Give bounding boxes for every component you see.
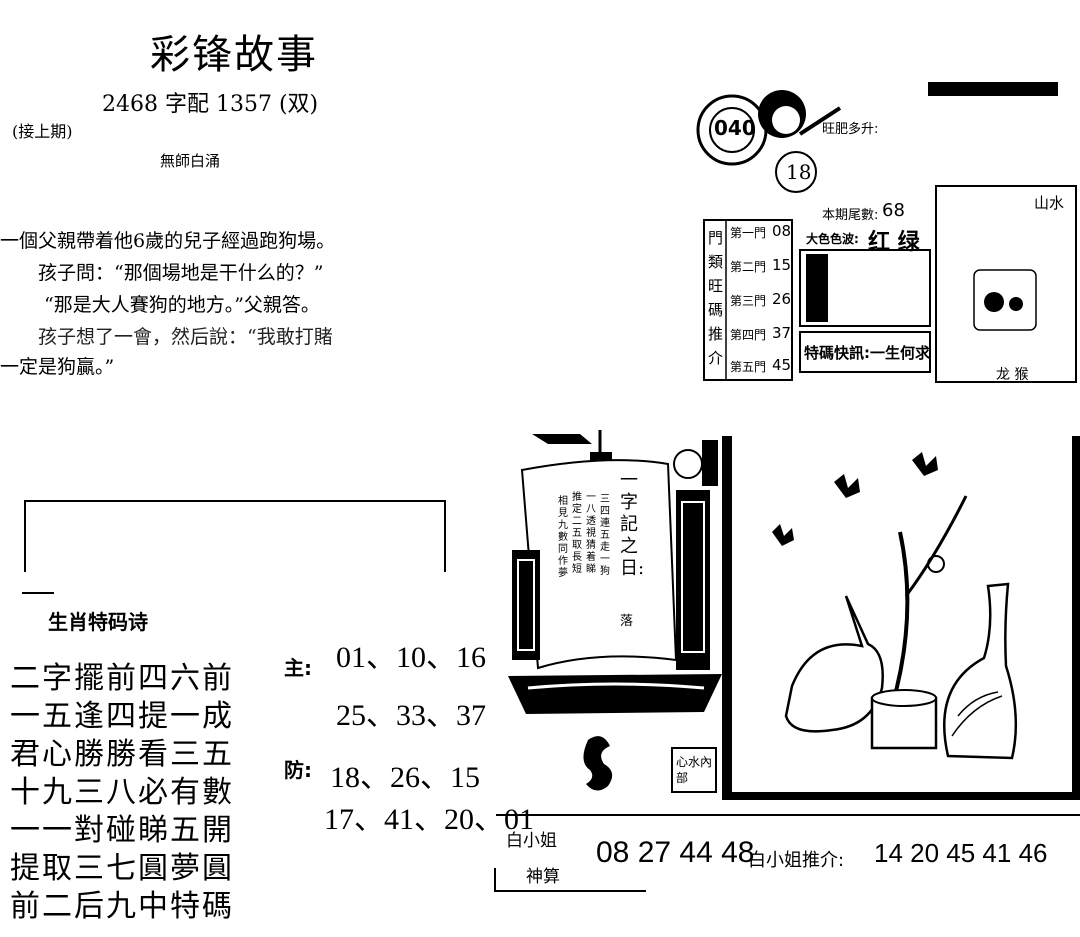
color-label: 大色色波: — [806, 232, 859, 246]
gate-value: 45 — [772, 356, 792, 374]
recommend-numbers: 14 20 45 41 46 — [874, 838, 1048, 868]
ship-verse: 一八透視猜着睇 — [586, 492, 596, 575]
gate-value: 26 — [772, 290, 792, 308]
gate-label: 第二門 — [730, 260, 767, 274]
gate-value: 37 — [772, 324, 792, 342]
page-title: 彩锋故事 — [150, 32, 318, 78]
top-black-bar — [928, 82, 1058, 96]
poem-line: 二字擺前四六前 — [10, 661, 234, 696]
special-news: 特碼快訊:一生何求 — [804, 344, 930, 362]
tail-value: 68 — [882, 200, 905, 221]
ship-heading: 一字記之日: — [620, 470, 645, 579]
poem-line: 君心勝勝看三五 — [10, 737, 234, 772]
bai-xiaojie-label: 白小姐 — [506, 831, 557, 851]
empty-bracket-box — [24, 500, 446, 572]
rabbit-artwork — [722, 436, 1080, 800]
panel-artwork — [696, 82, 1077, 383]
badge-number: 040 — [714, 116, 756, 140]
ship-verse: 三四連五走一狗 — [600, 494, 610, 577]
bottom-rule — [496, 814, 1080, 816]
poem-line: 十九三八必有數 — [10, 775, 234, 810]
tail-label: 本期尾數: — [822, 208, 879, 223]
ship-heading-end: 落 — [620, 614, 634, 629]
side-box — [935, 185, 1077, 383]
gate-title: 門類旺碼推介 — [708, 229, 724, 367]
bai-xiaojie-numbers: 08 27 44 48 — [596, 836, 755, 869]
poem-line: 提取三七圓夢圓 — [10, 851, 234, 886]
stamp-label: 心水內部 — [676, 755, 713, 785]
story-line: 一定是狗贏。” — [0, 356, 115, 378]
special-box — [799, 331, 931, 373]
stamp-area: 心水內部 — [540, 726, 730, 806]
ship-artwork — [508, 430, 722, 714]
gate-table — [703, 219, 793, 381]
gate-label: 第五門 — [730, 360, 767, 374]
gate-label: 第一門 — [730, 226, 767, 240]
divider-dash — [22, 592, 54, 594]
story-line: 孩子想了一會，然后說：“我敢打賭 — [38, 326, 333, 348]
rabbit-illustration — [722, 436, 1080, 800]
poem-line: 一五逢四提一成 — [10, 699, 234, 734]
gate-value: 08 — [772, 222, 792, 240]
gate-label: 第四門 — [730, 328, 767, 342]
recommend-label: 白小姐推介: — [748, 850, 845, 871]
corner-bracket — [494, 868, 646, 892]
defense-picks-line: 18、26、15 — [330, 761, 480, 794]
poem-title: 生肖特码诗 — [48, 610, 148, 634]
side-top-text: 山水 — [1034, 194, 1065, 212]
lottery-info-panel: 040 18 旺肥多升: 本期尾數: 68 大色色波: 红 绿 門類旺碼推介 第… — [696, 74, 1080, 384]
story-line: 一個父親帶着他6歲的兒子經過跑狗場。 — [0, 230, 336, 252]
ball-number: 18 — [786, 160, 812, 184]
number-ball — [775, 151, 817, 193]
story-line: 孩子問：“那個場地是干什么的？” — [38, 262, 324, 284]
gate-value: 15 — [772, 256, 792, 274]
color-value: 红 绿 — [868, 229, 920, 255]
defense-picks-label: 防: — [284, 758, 312, 782]
panel-heading: 旺肥多升: — [822, 122, 879, 137]
black-block — [806, 254, 828, 322]
issue-line: 2468 字配 1357 (双) — [102, 92, 319, 117]
ship-illustration: 一字記之日: 落 三四連五走一狗 一八透視猜着睇 推定二五取長短 相見九數同作夢 — [508, 430, 722, 720]
main-picks-label: 主: — [284, 656, 312, 680]
main-picks-line: 01、10、16 — [336, 641, 486, 674]
sail — [520, 459, 678, 670]
hull — [508, 674, 722, 714]
shensuan-label: 神算 — [526, 867, 560, 887]
defense-picks-line: 17、41、20、01 — [324, 803, 534, 836]
author-line: 無師白涌 — [160, 152, 221, 170]
ship-verse: 相見九數同作夢 — [558, 496, 568, 579]
story-line: “那是大人賽狗的地方。”父親答。 — [44, 294, 320, 316]
main-picks-line: 25、33、37 — [336, 699, 486, 732]
side-bottom-text: 龙 猴 — [996, 367, 1029, 383]
dragon-stamp-artwork — [583, 736, 717, 793]
poem-line: 一一對碰睇五開 — [10, 813, 234, 848]
gate-label: 第三門 — [730, 294, 767, 308]
ship-verse: 推定二五取長短 — [572, 492, 582, 575]
continued-label: (接上期) — [12, 122, 73, 141]
poem-line: 前二后九中特碼 — [10, 889, 234, 924]
